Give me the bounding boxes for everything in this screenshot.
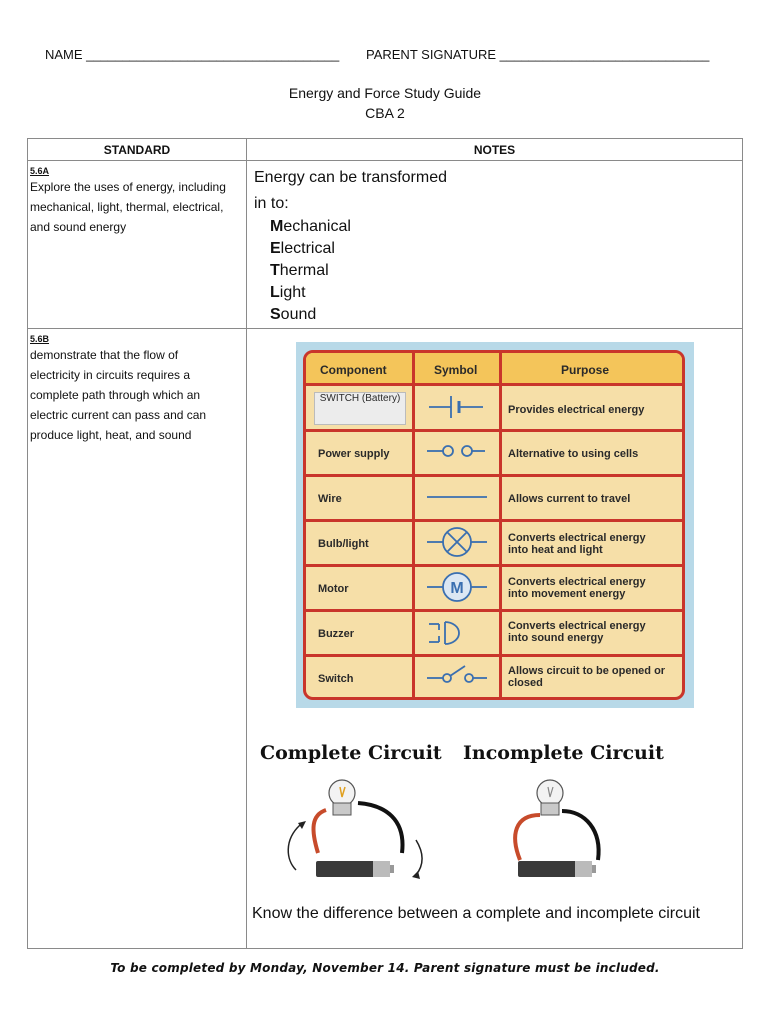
circuit-symbols-chart: Component Symbol Purpose SWITCH (Battery… xyxy=(296,342,694,708)
notes-energy: Energy can be transformed in to: Mechani… xyxy=(247,161,742,326)
standard-line: electric current can pass and can xyxy=(30,408,207,422)
notes-line: Energy can be transformed xyxy=(254,169,447,186)
component-name: Motor xyxy=(318,583,349,595)
standard-column-header: STANDARD xyxy=(27,138,247,161)
symbols-header-bar xyxy=(306,353,682,383)
incomplete-circuit-illustration xyxy=(513,779,601,877)
purpose-text: Allows current to travel xyxy=(508,493,631,505)
energy-type: Electrical xyxy=(270,240,335,257)
energy-type: Sound xyxy=(270,306,317,323)
buzzer-symbol-icon xyxy=(429,621,460,645)
bulb-symbol-icon xyxy=(427,527,487,557)
component-name: Buzzer xyxy=(318,628,355,640)
standard-line: produce light, heat, and sound xyxy=(30,428,192,442)
standard-line: demonstrate that the flow of xyxy=(30,348,179,362)
standard-line: complete path through which an xyxy=(30,388,201,402)
page-subtitle: CBA 2 xyxy=(365,105,405,121)
energy-type: Thermal xyxy=(270,262,329,279)
standard-line: Explore the uses of energy, including xyxy=(30,180,226,194)
symbol-header: Symbol xyxy=(434,363,478,377)
footer-instructions: To be completed by Monday, November 14. … xyxy=(110,961,660,975)
battery-symbol-icon xyxy=(429,396,483,418)
energy-type: Light xyxy=(270,284,306,301)
standard-line: mechanical, light, thermal, electrical, xyxy=(30,200,224,214)
closing-note: Know the difference between a complete a… xyxy=(252,905,700,922)
circuit-symbols: M xyxy=(427,396,487,683)
complete-circuit-illustration xyxy=(287,779,423,879)
purpose-header: Purpose xyxy=(561,363,610,377)
component-name: Switch xyxy=(318,673,354,685)
component-battery: SWITCH (Battery) xyxy=(314,392,406,425)
component-name: Bulb/light xyxy=(318,538,369,550)
notes-line: in to: xyxy=(254,195,289,212)
standard-cell: 5.6A Explore the uses of energy, includi… xyxy=(27,160,247,329)
name-field-label: NAME ___________________________________ xyxy=(45,47,340,62)
standard-line: and sound energy xyxy=(30,220,127,234)
switch-symbol-icon xyxy=(427,665,487,683)
purpose-text: Provides electrical energy xyxy=(508,404,645,416)
notes-column-header: NOTES xyxy=(246,138,743,161)
page-title: Energy and Force Study Guide xyxy=(288,85,482,101)
standard-text: demonstrate that the flow of electricity… xyxy=(30,345,246,445)
component-name: Power supply xyxy=(318,448,390,460)
motor-letter: M xyxy=(450,580,463,597)
notes-cell: Energy can be transformed in to: Mechani… xyxy=(246,160,743,329)
energy-type: Mechanical xyxy=(270,218,351,235)
component-name: Wire xyxy=(318,493,342,505)
standard-code: 5.6B xyxy=(30,334,50,344)
table-row: 5.6A Explore the uses of energy, includi… xyxy=(27,160,743,329)
parent-signature-label: PARENT SIGNATURE _______________________… xyxy=(366,47,710,62)
power-supply-symbol-icon xyxy=(427,445,485,457)
standard-text: Explore the uses of energy, including me… xyxy=(30,177,246,237)
purpose-text: Alternative to using cells xyxy=(508,448,639,460)
incomplete-circuit-heading: Incomplete Circuit xyxy=(463,742,664,764)
energy-types-list: Mechanical Electrical Thermal Light Soun… xyxy=(254,216,742,326)
component-header: Component xyxy=(320,363,387,377)
standard-line: electricity in circuits requires a xyxy=(30,368,191,382)
standard-cell: 5.6B demonstrate that the flow of electr… xyxy=(27,328,247,949)
standard-code: 5.6A xyxy=(30,166,50,176)
complete-circuit-heading: Complete Circuit xyxy=(260,742,442,764)
motor-symbol-icon xyxy=(427,572,487,602)
